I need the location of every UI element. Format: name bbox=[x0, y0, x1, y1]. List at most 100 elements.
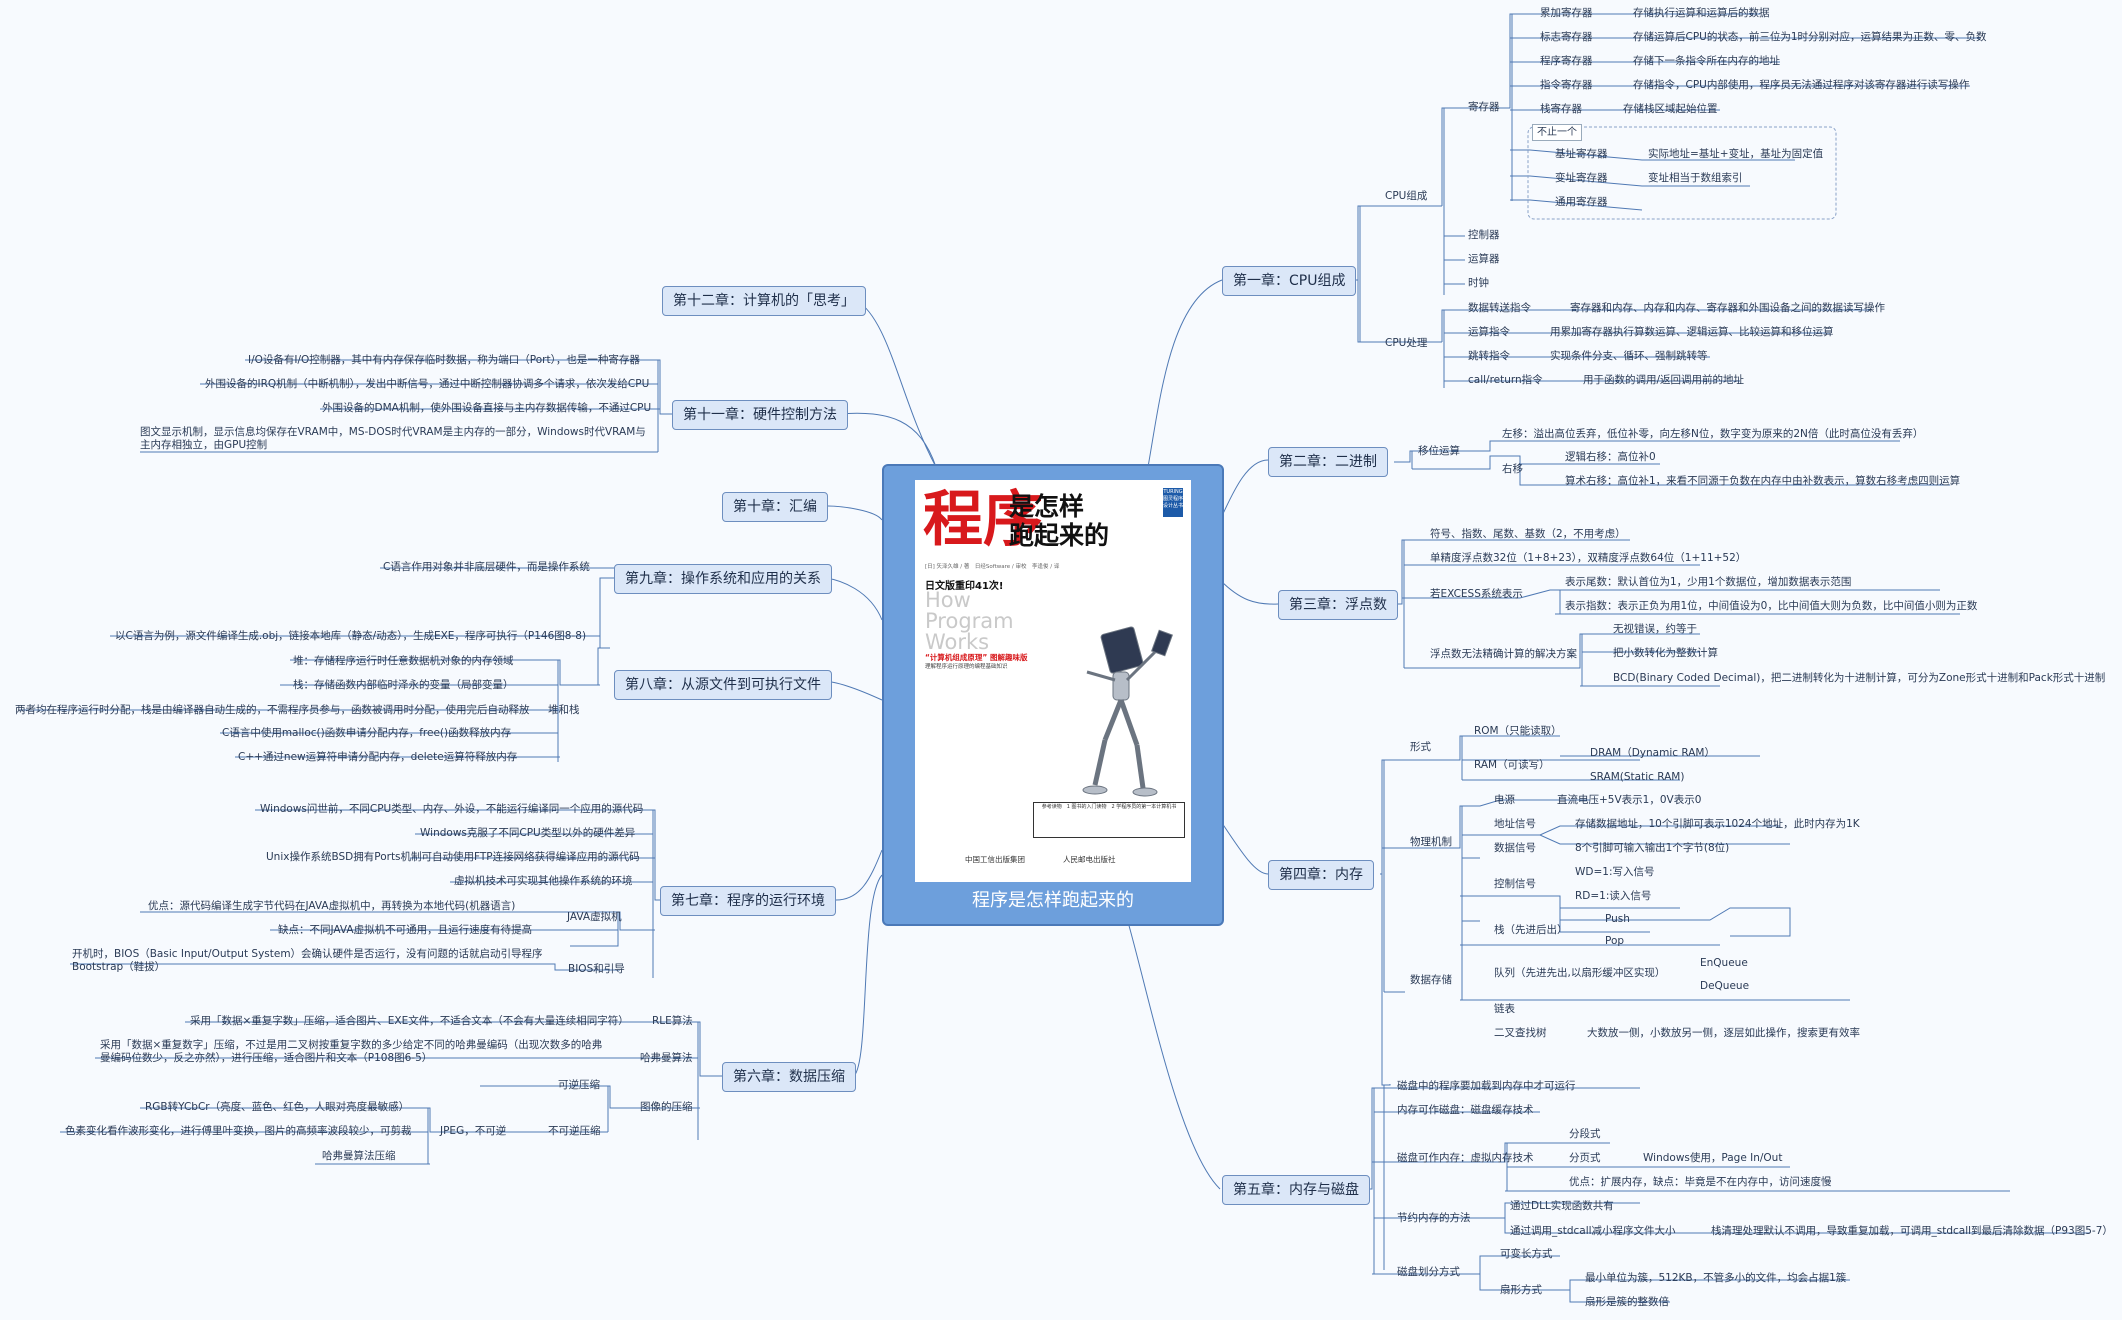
cover-reference-box: 参考读物 1 图书的入门读物 2 学程序员的第一本计算机书 bbox=[1033, 802, 1185, 838]
chapter-10-node[interactable]: 第十章：汇编 bbox=[722, 492, 828, 522]
book-cover-image: 程序 是怎样跑起来的 TURING 图灵程序设计丛书 [日] 矢泽久雄 / 著 … bbox=[915, 480, 1191, 882]
ch4-tree-desc: 大数放一侧，小数放另一侧，逐层如此操作，搜索更有效率 bbox=[1587, 1027, 1860, 1039]
chapter-12-node[interactable]: 第十二章：计算机的「思考」 bbox=[662, 286, 866, 316]
ch1-clock: 时钟 bbox=[1468, 277, 1489, 289]
ch1-ir-desc: 存储指令，CPU内部使用，程序员无法通过程序对该寄存器进行读写操作 bbox=[1633, 79, 1970, 91]
ch1-call-desc: 用于函数的调用/返回调用前的地址 bbox=[1583, 374, 1745, 386]
ch1-index-desc: 变址相当于数组索引 bbox=[1648, 172, 1743, 184]
ch4-list: 链表 bbox=[1494, 1003, 1515, 1015]
ch4-sram: SRAM(Static RAM) bbox=[1590, 771, 1685, 783]
ch1-acc: 累加寄存器 bbox=[1540, 7, 1593, 19]
ch1-dt: 数据转送指令 bbox=[1468, 302, 1531, 314]
chapter-8-node[interactable]: 第八章：从源文件到可执行文件 bbox=[614, 670, 832, 700]
ch1-arith: 运算指令 bbox=[1468, 326, 1510, 338]
ch5-stdcall: 通过调用_stdcall减小程序文件大小 bbox=[1510, 1225, 1676, 1237]
ch1-jump-desc: 实现条件分支、循环、强制跳转等 bbox=[1550, 350, 1708, 362]
ch1-call: call/return指令 bbox=[1468, 374, 1543, 386]
central-topic: 程序 是怎样跑起来的 TURING 图灵程序设计丛书 [日] 矢泽久雄 / 著 … bbox=[882, 464, 1224, 926]
ch5-sec2: 扇形是簇的整数倍 bbox=[1585, 1296, 1669, 1308]
ch3-e2: 表示指数：表示正负为用1位，中间值设为0，比中间值大则为负数，比中间值小则为正数 bbox=[1565, 600, 1978, 612]
ch4-addr-desc: 存储数据地址，10个引脚可表示1024个地址，此时内存为1K bbox=[1575, 818, 1860, 830]
ch3-s2: 把小数转化为整数计算 bbox=[1613, 647, 1718, 659]
ch6-huff: 哈弗曼算法 bbox=[640, 1052, 693, 1064]
ch2-left: 左移：溢出高位丢弃，低位补零，向左移N位，数字变为原来的2N倍（此时高位没有丢弃… bbox=[1502, 428, 1924, 440]
ch4-form: 形式 bbox=[1410, 741, 1431, 753]
ch8-h2: 栈：存储函数内部临时泽永的变量（局部变量） bbox=[293, 679, 514, 691]
ch8-h1: 堆：存储程序运行时任意数据机对象的内存领域 bbox=[293, 655, 514, 667]
ch3-f2: 单精度浮点数32位（1+8+23），双精度浮点数64位（1+11+52） bbox=[1430, 552, 1747, 564]
cover-reprint: 日文版重印41次! bbox=[925, 581, 1004, 592]
ch8-a: 以C语言为例，源文件编译生成.obj，链接本地库（静态/动态），生成EXE，程序… bbox=[115, 630, 587, 642]
ch7-java: JAVA虚拟机 bbox=[567, 911, 622, 923]
ch1-dt-desc: 寄存器和内存、内存和内存、寄存器和外围设备之间的数据读写操作 bbox=[1570, 302, 1885, 314]
ch6-jpeg: JPEG，不可逆 bbox=[440, 1125, 507, 1137]
ch1-cpu-comp: CPU组成 bbox=[1385, 190, 1428, 202]
ch2-shift: 移位运算 bbox=[1418, 445, 1460, 457]
chapter-4-node[interactable]: 第四章：内存 bbox=[1268, 860, 1374, 890]
ch1-multi-label: 不止一个 bbox=[1532, 124, 1582, 141]
ch7-j2: 缺点：不同JAVA虚拟机不可通用，且运行速度有待提高 bbox=[278, 924, 533, 936]
cover-title-big: 程序 bbox=[923, 485, 1043, 555]
ch5-save: 节约内存的方法 bbox=[1397, 1212, 1471, 1224]
cover-en3: Works bbox=[925, 630, 990, 654]
ch7-c: Unix操作系统BSD拥有Ports机制可自动使用FTP连接网络获得编译应用的源… bbox=[266, 851, 640, 863]
ch4-rd: RD=1:读入信号 bbox=[1575, 890, 1652, 902]
ch1-pc: 程序寄存器 bbox=[1540, 55, 1593, 67]
ch11-d: 图文显示机制，显示信息均保存在VRAM中，MS-DOS时代VRAM是主内存的一部… bbox=[140, 426, 646, 451]
ch2-logic-shift: 逻辑右移：高位补0 bbox=[1565, 451, 1656, 463]
ch5-pro: 优点：扩展内存，缺点：毕竟是不在内存中，访问速度慢 bbox=[1569, 1176, 1832, 1188]
ch7-j1: 优点：源代码编译生成字节代码在JAVA虚拟机中，再转换为本地代码(机器语言) bbox=[148, 900, 516, 912]
chapter-2-node[interactable]: 第二章：二进制 bbox=[1268, 447, 1388, 477]
ch5-sec1: 最小单位为簇，512KB，不管多小的文件，均会占据1簇 bbox=[1585, 1272, 1847, 1284]
ch5-c: 磁盘可作内存：虚拟内存技术 bbox=[1397, 1152, 1534, 1164]
ch7-bios: BIOS和引导 bbox=[568, 963, 625, 975]
ch1-base: 基址寄存器 bbox=[1555, 148, 1608, 160]
ch4-power: 电源 bbox=[1494, 794, 1515, 806]
ch4-tree: 二叉查找树 bbox=[1494, 1027, 1547, 1039]
ch4-push: Push bbox=[1605, 913, 1630, 925]
chapter-5-node[interactable]: 第五章：内存与磁盘 bbox=[1222, 1175, 1370, 1205]
cover-en2: Program bbox=[925, 609, 1014, 633]
ch5-dll: 通过DLL实现函数共有 bbox=[1510, 1200, 1614, 1212]
ch2-arith-shift: 算术右移：高位补1，来看不同源于负数在内存中由补数表示，算数右移考虑四则运算 bbox=[1565, 475, 1961, 487]
ch3-s3: BCD(Binary Coded Decimal)，把二进制转化为十进制计算，可… bbox=[1613, 672, 2106, 684]
ch4-rom: ROM（只能读取） bbox=[1474, 725, 1562, 737]
cover-authors: [日] 矢泽久雄 / 著 日经Software / 审校 李逢俊 / 译 bbox=[925, 564, 1060, 570]
chapter-6-node[interactable]: 第六章：数据压缩 bbox=[722, 1062, 856, 1092]
ch3-e1: 表示尾数：默认首位为1，少用1个数据位，增加数据表示范围 bbox=[1565, 576, 1852, 588]
ch5-seg: 分段式 bbox=[1569, 1128, 1601, 1140]
ch5-sector: 扇形方式 bbox=[1500, 1284, 1542, 1296]
ch4-dram: DRAM（Dynamic RAM） bbox=[1590, 747, 1715, 759]
ch3-solve: 浮点数无法精确计算的解决方案 bbox=[1430, 648, 1577, 660]
ch4-wd: WD=1:写入信号 bbox=[1575, 866, 1655, 878]
ch3-f1: 符号、指数、尾数、基数（2，不用考虑） bbox=[1430, 528, 1626, 540]
ch7-a: Windows问世前，不同CPU类型、内存、外设，不能运行编译同一个应用的源代码 bbox=[260, 803, 644, 815]
cover-tagline: “计算机组成原理” 图解趣味版 bbox=[925, 653, 1028, 662]
ch5-a: 磁盘中的程序要加载到内存中才可运行 bbox=[1397, 1080, 1576, 1092]
ch6-huff-desc: 采用「数据×重复数字」压缩，不过是用二叉树按重复字数的多少给定不同的哈弗曼编码（… bbox=[100, 1039, 603, 1064]
ch1-flag: 标志寄存器 bbox=[1540, 31, 1593, 43]
ch11-b: 外围设备的IRQ机制（中断机制），发出中断信号，通过中断控制器协调多个请求，依次… bbox=[205, 378, 650, 390]
ch1-sp-desc: 存储栈区域起始位置 bbox=[1623, 103, 1718, 115]
ch1-flag-desc: 存储运算后CPU的状态，前三位为1时分别对应，运算结果为正数、零、负数 bbox=[1633, 31, 1987, 43]
ch6-img: 图像的压缩 bbox=[640, 1101, 693, 1113]
center-title: 程序是怎样跑起来的 bbox=[972, 890, 1134, 911]
cover-en1: How bbox=[925, 588, 971, 612]
chapter-11-node[interactable]: 第十一章：硬件控制方法 bbox=[672, 400, 848, 430]
chapter-9-node[interactable]: 第九章：操作系统和应用的关系 bbox=[614, 564, 832, 594]
ch7-d: 虚拟机技术可实现其他操作系统的环境 bbox=[454, 875, 633, 887]
ch4-enq: EnQueue bbox=[1700, 957, 1748, 969]
ch1-base-desc: 实际地址=基址+变址，基址为固定值 bbox=[1648, 148, 1824, 160]
ch5-page-desc: Windows使用，Page In/Out bbox=[1643, 1152, 1783, 1164]
robot-illustration bbox=[1082, 626, 1173, 797]
chapter-3-node[interactable]: 第三章：浮点数 bbox=[1278, 590, 1398, 620]
chapter-1-node[interactable]: 第一章：CPU组成 bbox=[1222, 266, 1357, 296]
ch4-stack: 栈（先进后出） bbox=[1494, 924, 1568, 936]
ch4-queue: 队列（先进先出,以扇形缓冲区实现） bbox=[1494, 967, 1666, 979]
ch5-div: 磁盘划分方式 bbox=[1397, 1266, 1460, 1278]
chapter-7-node[interactable]: 第七章：程序的运行环境 bbox=[660, 886, 836, 916]
ch3-excess: 若EXCESS系统表示 bbox=[1430, 588, 1523, 600]
ch4-addr: 地址信号 bbox=[1494, 818, 1536, 830]
